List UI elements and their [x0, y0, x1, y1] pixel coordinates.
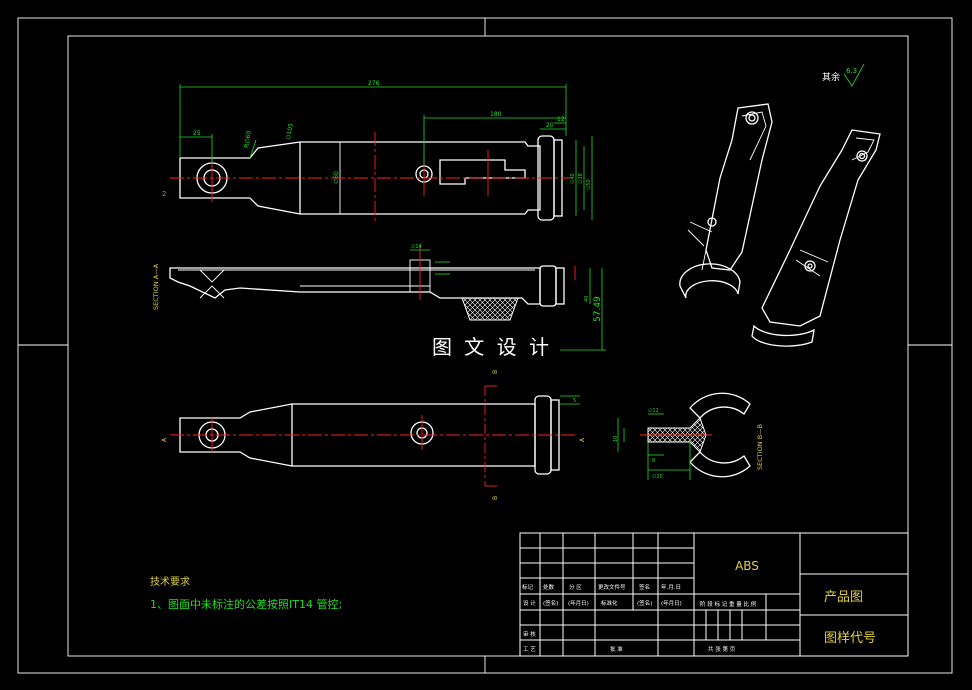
tb-row-label-5: 年.月.日 — [661, 583, 681, 591]
tb-sheets: 共 张 第 页 — [708, 645, 736, 653]
tech-req-title: 技术要求 — [150, 575, 190, 588]
dim-20: 20 — [546, 122, 554, 129]
title-drawing-no: 图样代号 — [824, 631, 876, 646]
tb-review: 审 核 — [523, 630, 536, 638]
dim-10: 10 — [613, 436, 619, 442]
dim-80: ∅80 — [333, 171, 340, 184]
dim-8: 8 — [652, 458, 655, 464]
dim-phi14: ∅14 — [411, 244, 422, 250]
section-aa-view: SECTION A—A ∅14 57.49 40 — [152, 244, 606, 351]
section-aa-label: SECTION A—A — [152, 263, 160, 310]
tb-stage-labels: 阶 段 标 记 重 量 比 例 — [700, 600, 757, 608]
title-product: 产品图 — [824, 590, 863, 605]
technical-requirements: 技术要求 1、图面中未标注的公差按照IT14 管控; — [150, 575, 342, 611]
dim-25: 25 — [193, 130, 201, 137]
tb-row-label-1: 处数 — [543, 583, 555, 591]
tb-standard: 标准化 — [601, 599, 618, 607]
svg-text:∅38: ∅38 — [578, 173, 584, 184]
section-bb-label: SECTION B—B — [756, 424, 764, 470]
top-view-dimensions: 276 180 25 20 12 R∅60 ∅105 ∅80 ∅40 ∅38 ∅… — [162, 80, 593, 220]
top-view — [170, 132, 570, 222]
sheet-frame — [17, 17, 953, 674]
cut-label-a-left: A — [161, 437, 168, 442]
svg-text:∅40: ∅40 — [570, 173, 576, 184]
dim-12: 12 — [557, 116, 565, 123]
section-bb-view: SECTION B—B 10 ∅12 8 ∅20 — [613, 392, 764, 480]
dim-overall-length: 276 — [368, 80, 380, 87]
svg-text:40: 40 — [584, 296, 590, 302]
tb-date-2: (年月日) — [661, 599, 682, 607]
roughness-label: 其余 — [822, 71, 840, 83]
roughness-value: 6.3 — [846, 67, 857, 75]
surface-roughness-note: 其余 6.3 — [822, 63, 865, 87]
tb-sign-2: (签名) — [637, 599, 652, 607]
cut-label-a-right: A — [579, 437, 586, 442]
title-block: ABS 产品图 图样代号 标记 处数 分 区 更改文件号 签名 年.月.日 设 … — [519, 532, 909, 657]
tb-sign-1: (签名) — [543, 599, 558, 607]
dim-phi20: ∅20 — [652, 474, 663, 480]
cut-label-b-top: B — [492, 370, 499, 374]
title-material: ABS — [735, 559, 759, 573]
dim-57-49: 57.49 — [593, 296, 603, 322]
svg-text:2: 2 — [162, 190, 166, 198]
tb-row-label-4: 签名 — [639, 583, 650, 591]
tb-date-1: (年月日) — [568, 599, 589, 607]
watermark-text: 图 文 设 计 — [432, 335, 552, 359]
tb-process: 工 艺 — [523, 646, 536, 653]
isometric-view-right — [751, 129, 881, 347]
svg-text:∅50: ∅50 — [586, 179, 592, 190]
tb-design: 设 计 — [523, 599, 536, 607]
dim-r-left: R∅60 — [243, 130, 253, 148]
isometric-view-left — [679, 103, 773, 299]
dim-phi12: ∅12 — [648, 408, 659, 414]
dim-mid-length: 180 — [490, 111, 502, 118]
tb-row-label-3: 更改文件号 — [598, 583, 626, 591]
tech-req-item-1: 1、图面中未标注的公差按照IT14 管控; — [150, 597, 342, 611]
cut-label-b-bottom: B — [492, 496, 499, 500]
tb-row-label-0: 标记 — [522, 583, 534, 591]
dim-left2: ∅105 — [285, 123, 295, 141]
tb-row-label-2: 分 区 — [569, 583, 582, 591]
bottom-view: B B A A 5 — [161, 370, 586, 500]
svg-text:5: 5 — [573, 398, 576, 404]
tb-approve: 批 准 — [610, 645, 623, 653]
